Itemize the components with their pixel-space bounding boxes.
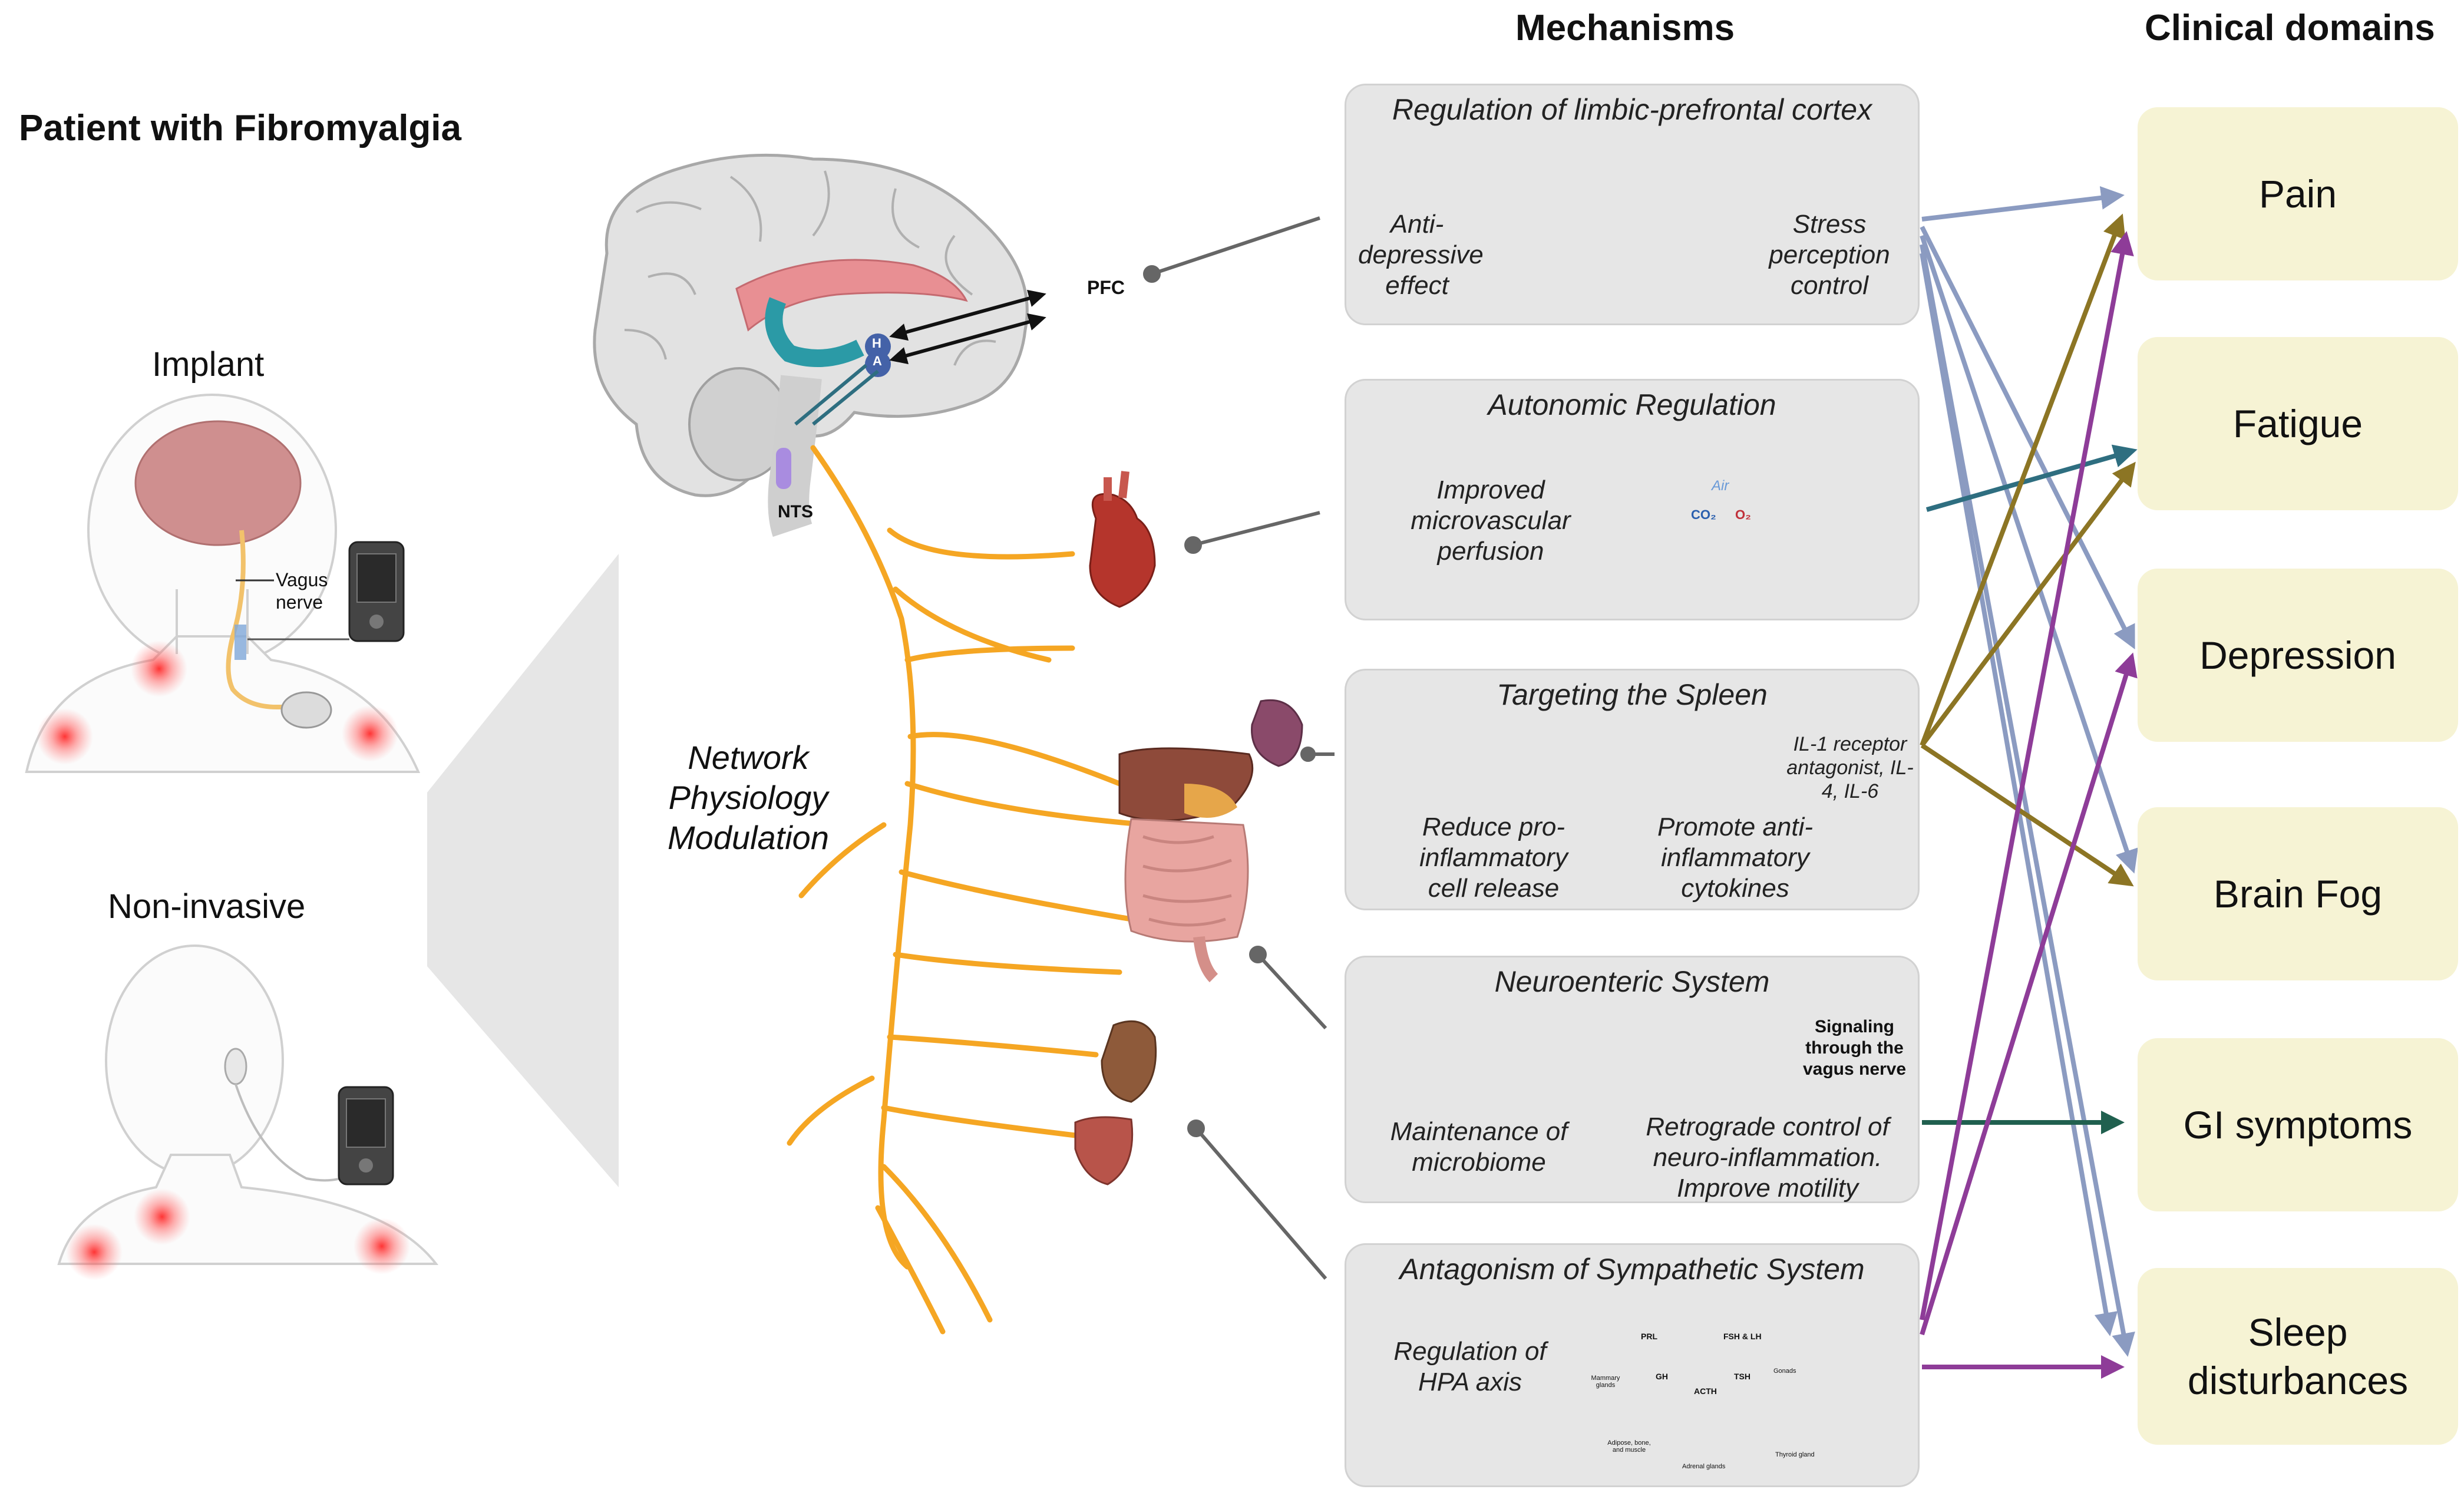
hpa-label-gonads: Gonads (1773, 1368, 1796, 1375)
hpa-label-acth: ACTH (1694, 1386, 1717, 1396)
tender-point-icon (354, 1218, 410, 1274)
domain-fatigue: Fatigue (2138, 337, 2458, 510)
hpa-label-adipose: Adipose, bone, and muscle (1607, 1439, 1651, 1454)
hippocampus-label: H (872, 336, 881, 351)
panel-title: Regulation of limbic-prefrontal cortex (1392, 93, 1872, 126)
mechanism-panel-sympathetic: Antagonism of Sympathetic System Regulat… (1345, 1243, 1920, 1487)
vagus-nerve-label: Vagus nerve (276, 569, 328, 613)
promote-anti-inflammatory-text: Promote anti-inflammatory cytokines (1657, 813, 1814, 903)
hpa-label-fsh-lh: FSH & LH (1723, 1332, 1762, 1341)
nts-label: NTS (778, 502, 813, 521)
implant-brain-icon (134, 420, 302, 546)
reduce-pro-inflammatory-text: Reduce pro-inflammatory cell release (1419, 813, 1568, 903)
brain-illustration (593, 153, 1046, 537)
mechanisms-heading: Mechanisms (1515, 8, 1735, 48)
hpa-label-adrenal: Adrenal glands (1682, 1463, 1726, 1470)
implant-generator-icon (280, 691, 332, 729)
kidney-icon (1101, 1020, 1157, 1103)
bladder-icon (1074, 1116, 1134, 1185)
o2-label: O₂ (1735, 507, 1751, 522)
nts-nucleus (776, 448, 791, 489)
panel-title: Antagonism of Sympathetic System (1399, 1253, 1865, 1286)
mechanism-domain-arrows (1920, 186, 2138, 1379)
patient-heading: Patient with Fibromyalgia (19, 108, 461, 148)
tender-point-icon (131, 640, 187, 697)
liver-stomach-intestines-icon (1118, 747, 1254, 983)
panel-title: Neuroenteric System (1494, 965, 1770, 998)
hpa-axis-text: Regulation of HPA axis (1393, 1337, 1547, 1396)
domain-brain-fog: Brain Fog (2138, 807, 2458, 980)
domain-gi-symptoms: GI symptoms (2138, 1038, 2458, 1211)
tender-point-icon (66, 1224, 123, 1280)
panel-title: Autonomic Regulation (1488, 388, 1776, 421)
network-physiology-label: Network Physiology Modulation (668, 739, 829, 856)
non-invasive-patient-figure (57, 945, 439, 1280)
tender-point-icon (342, 705, 398, 762)
retrograde-control-text: Retrograde control of neuro-inflammation… (1646, 1112, 1890, 1203)
hpa-label-prl: PRL (1641, 1332, 1657, 1341)
anti-depressive-text: Anti-depressive effect (1358, 210, 1484, 300)
mechanism-panel-limbic: Regulation of limbic-prefrontal cortex A… (1345, 84, 1920, 325)
vagus-nerve-tree (787, 445, 1152, 1335)
microbiome-text: Maintenance of microbiome (1390, 1117, 1568, 1177)
stress-perception-text: Stress perception control (1769, 210, 1890, 300)
amygdala-label: A (873, 354, 882, 368)
mechanism-panel-neuroenteric: Neuroenteric System Maintenance of micro… (1345, 956, 1920, 1203)
cytokine-list-text: IL-1 receptor antagonist, IL-4, IL-6 (1786, 733, 1914, 803)
mechanism-panel-autonomic: Autonomic Regulation Improved microvascu… (1345, 379, 1920, 620)
clinical-domains-heading: Clinical domains (2145, 8, 2435, 48)
panel-title: Targeting the Spleen (1497, 678, 1768, 711)
non-invasive-controller-icon (338, 1086, 394, 1185)
co2-label: CO₂ (1691, 507, 1716, 522)
pfc-label: PFC (1087, 277, 1125, 298)
implant-patient-figure (25, 394, 421, 773)
implant-controller-icon (247, 541, 405, 642)
hpa-label-tsh: TSH (1734, 1372, 1750, 1381)
domain-depression: Depression (2138, 569, 2458, 742)
hpa-label-mammary: Mammary glands (1591, 1375, 1620, 1389)
tender-point-icon (37, 708, 93, 765)
heart-icon (1089, 471, 1156, 608)
hpa-label-thyroid: Thyroid gland (1775, 1451, 1815, 1458)
hpa-label-gh: GH (1656, 1372, 1668, 1381)
tender-point-icon (134, 1188, 190, 1245)
microvascular-perfusion-text: Improved microvascular perfusion (1411, 475, 1571, 566)
funnel-wedge (427, 554, 619, 1187)
domain-sleep-disturbances: Sleep disturbances (2138, 1268, 2458, 1445)
mechanism-panel-spleen: Targeting the Spleen Reduce pro-inflamma… (1345, 669, 1920, 910)
organ-panel-connectors (1143, 216, 1335, 1280)
air-label: Air (1712, 478, 1729, 494)
non-invasive-label: Non-invasive (108, 887, 306, 926)
spleen-icon (1251, 699, 1303, 767)
signaling-text: Signaling through the vagus nerve (1802, 1017, 1907, 1079)
domain-pain: Pain (2138, 107, 2458, 280)
implant-label: Implant (152, 345, 265, 384)
